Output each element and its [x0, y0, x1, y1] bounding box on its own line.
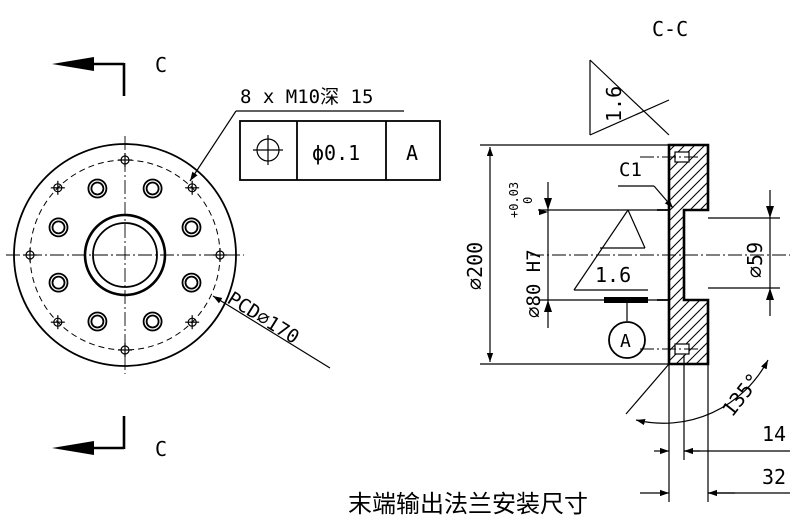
- datum-marker: A: [604, 297, 648, 359]
- pin-holes: [48, 178, 202, 332]
- roughness-face-value: 1.6: [602, 86, 626, 122]
- pin-hole: [48, 217, 69, 238]
- pin-hole: [181, 272, 202, 293]
- section-marker-top: [52, 57, 126, 96]
- position-icon: [253, 135, 283, 165]
- pin-hole: [142, 178, 163, 199]
- outer-diameter: ∅200: [463, 242, 487, 290]
- flange-section: [530, 143, 790, 366]
- bore-inner: [92, 222, 158, 288]
- pcd-label: PCD∅170: [223, 288, 303, 349]
- pin-hole: [48, 272, 69, 293]
- section-label-bottom: C: [155, 437, 167, 461]
- caption: 末端输出法兰安装尺寸: [348, 490, 588, 518]
- section-label-top: C: [155, 53, 167, 77]
- pin-hole: [181, 217, 202, 238]
- pin-hole: [142, 311, 163, 332]
- section-marker-bottom: [52, 416, 126, 455]
- pin-hole: [51, 220, 66, 235]
- pin-hole: [184, 275, 199, 290]
- tolerance-datum: A: [406, 141, 418, 165]
- flange-front-view: [6, 136, 244, 374]
- pin-hole: [90, 181, 105, 196]
- length-14: 14: [762, 422, 786, 446]
- pin-hole: [184, 220, 199, 235]
- roughness-face: 1.6: [589, 59, 670, 136]
- pin-hole: [51, 275, 66, 290]
- bore-tol-upper: +0.03: [507, 182, 521, 218]
- recess-diameter: ∅59: [743, 242, 767, 278]
- view-label: C-C: [652, 17, 688, 41]
- pin-hole: [145, 314, 160, 329]
- tolerance-value: ϕ0.1: [312, 141, 360, 165]
- pin-hole: [87, 178, 108, 199]
- datum-label: A: [620, 331, 631, 352]
- tapped-holes: [23, 153, 227, 357]
- bore-outer: [83, 213, 167, 297]
- pin-hole: [87, 311, 108, 332]
- roughness-bore: 1.6: [573, 209, 648, 291]
- chamfer-label: C1: [619, 159, 642, 181]
- roughness-bore-value: 1.6: [595, 263, 631, 287]
- pin-hole: [90, 314, 105, 329]
- thread-note: 8 x M10深 15: [240, 86, 373, 108]
- bore-diameter: ∅80 H7: [523, 249, 545, 318]
- tolerance-frame: ϕ0.1 A: [239, 120, 441, 181]
- bore-tol-lower: 0: [521, 197, 535, 204]
- length-32: 32: [762, 465, 786, 489]
- pin-hole: [145, 181, 160, 196]
